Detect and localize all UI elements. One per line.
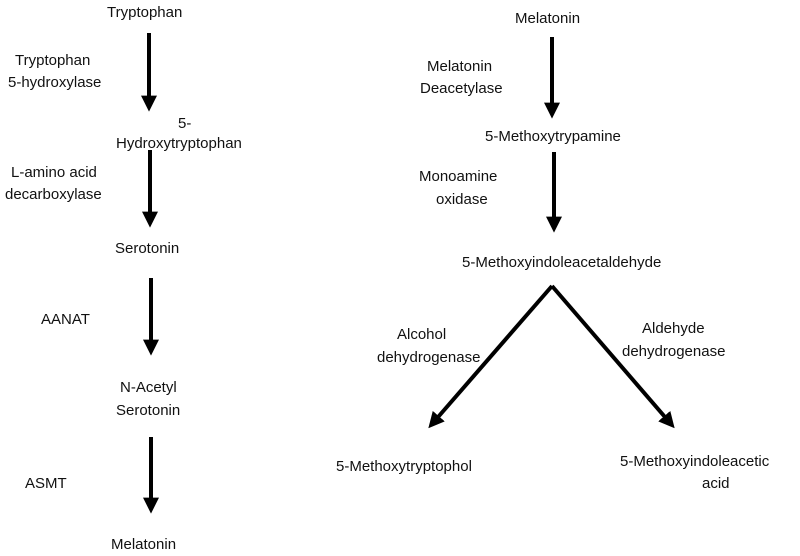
node-5-methoxyindoleacetic-acid-line2: acid: [702, 475, 730, 492]
enzyme-monoamine-oxidase-line2: oxidase: [436, 191, 488, 208]
node-n-acetyl-serotonin-line2: Serotonin: [116, 402, 181, 419]
arrow-aldehyde-to-methoxytryptophol: [428, 284, 554, 429]
enzyme-melatonin-deacetylase-line2: Deacetylase: [420, 80, 503, 97]
enzyme-monoamine-oxidase-line1: Monoamine: [419, 168, 498, 185]
enzyme-tryptophan-hydroxylase-line1: Tryptophan: [15, 52, 91, 69]
node-melatonin-left: Melatonin: [111, 536, 177, 553]
enzyme-melatonin-deacetylase-line1: Melatonin: [427, 58, 493, 75]
node-5-methoxyindoleacetaldehyde: 5-Methoxyindoleacetaldehyde: [462, 254, 662, 271]
enzyme-tryptophan-hydroxylase-line2: 5-hydroxylase: [8, 74, 102, 91]
enzyme-aadc-line1: L-amino acid: [11, 164, 97, 181]
enzyme-alcohol-dehydrogenase-line2: dehydrogenase: [377, 349, 481, 366]
node-5-methoxyindoleacetic-acid-line1: 5-Methoxyindoleacetic: [620, 453, 770, 470]
node-tryptophan: Tryptophan: [107, 4, 183, 21]
arrow-aldehyde-to-methoxyindoleacetic-acid: [550, 284, 675, 429]
node-5-methoxytryptamine: 5-Methoxytrypamine: [485, 128, 621, 145]
enzyme-aadc-line2: decarboxylase: [5, 186, 102, 203]
enzyme-alcohol-dehydrogenase-line1: Alcohol: [397, 326, 447, 343]
node-5-hydroxytryptophan-line1: 5-: [178, 115, 192, 132]
enzyme-asmt: ASMT: [25, 475, 67, 492]
node-serotonin: Serotonin: [115, 240, 180, 257]
node-melatonin-right: Melatonin: [515, 10, 581, 27]
enzyme-aldehyde-dehydrogenase-line2: dehydrogenase: [622, 343, 726, 360]
node-5-methoxytryptophol: 5-Methoxytryptophol: [336, 458, 472, 475]
enzyme-aldehyde-dehydrogenase-line1: Aldehyde: [642, 320, 705, 337]
node-n-acetyl-serotonin-line1: N-Acetyl: [120, 379, 177, 396]
enzyme-aanat: AANAT: [41, 311, 90, 328]
node-5-hydroxytryptophan-line2: Hydroxytryptophan: [116, 135, 242, 152]
